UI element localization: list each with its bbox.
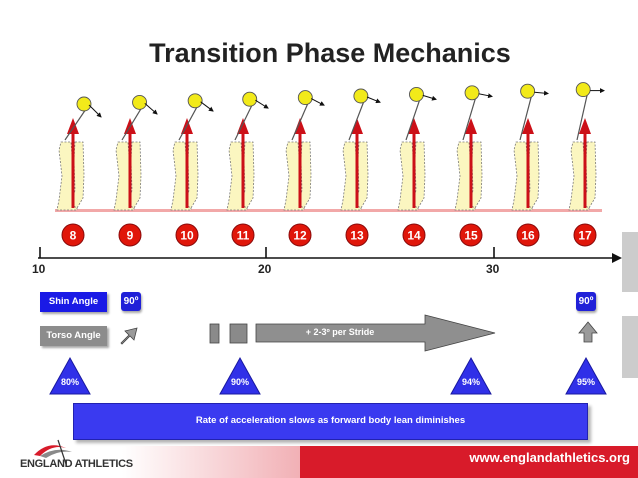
torso-upright-arrow: [578, 321, 598, 343]
logo-text: ENGLAND ATHLETICS: [20, 458, 133, 470]
triangle-80: [49, 356, 91, 395]
runner-figure-11: [226, 91, 269, 211]
stride-number: 13: [350, 229, 364, 243]
stride-number: 17: [578, 229, 592, 243]
stride-arrow: [255, 314, 496, 352]
runner-figure-17: [568, 82, 605, 211]
stride-circle-11: 11: [231, 223, 255, 247]
stride-circle-9: 9: [118, 223, 142, 247]
triangle-90: [219, 356, 261, 395]
runner-figure-15: [454, 85, 493, 211]
stride-circle-8: 8: [61, 223, 85, 247]
triangle-94: [450, 356, 492, 395]
timeline-arrowhead: [612, 253, 622, 263]
summary-text: Rate of acceleration slows as forward bo…: [195, 415, 466, 426]
runner-figure-14: [397, 86, 437, 211]
stride-number: 8: [70, 229, 77, 243]
stride-circle-13: 13: [345, 223, 369, 247]
stride-circle-10: 10: [175, 223, 199, 247]
stride-number: 11: [237, 229, 250, 243]
page-title: Transition Phase Mechanics: [149, 38, 511, 68]
torso-diagonal-arrow: [120, 327, 138, 345]
summary-bar: Rate of acceleration slows as forward bo…: [73, 403, 588, 440]
stride-circle-16: 16: [516, 223, 540, 247]
percent-94: 94%: [461, 377, 480, 387]
percent-95: 95%: [576, 377, 595, 387]
angle-end-badge: 90º: [576, 292, 596, 311]
runner-figure-8: [56, 96, 102, 211]
runner-figure-10: [170, 93, 214, 211]
runner-figure-13: [340, 88, 381, 211]
side-tab-1: [622, 232, 638, 292]
runner-figure-16: [511, 83, 549, 211]
runner-figure-12: [283, 90, 325, 211]
website-link[interactable]: www.englandathletics.org: [469, 450, 630, 465]
england-athletics-logo: [34, 439, 72, 465]
percent-90: 90%: [230, 377, 249, 387]
runner-figures: [56, 82, 605, 211]
stride-number: 14: [407, 229, 421, 243]
stride-number: 15: [464, 229, 478, 243]
ground-line: [55, 209, 602, 212]
shin-angle-label: Shin Angle: [40, 292, 107, 312]
stride-circle-15: 15: [459, 223, 483, 247]
stride-number: 10: [180, 229, 194, 243]
percent-80: 80%: [60, 377, 79, 387]
stride-circle-12: 12: [288, 223, 312, 247]
angle-start-badge: 90º: [121, 292, 141, 311]
torso-block-1: [209, 323, 220, 344]
triangle-95: [565, 356, 607, 395]
axis-tick-20: 20: [258, 262, 272, 276]
axis-tick-30: 30: [486, 262, 500, 276]
torso-block-2: [229, 323, 248, 344]
torso-angle-label: Torso Angle: [40, 326, 107, 346]
stride-number: 12: [293, 229, 307, 243]
side-tab-2: [622, 316, 638, 378]
stride-circles: 8 9 10 11 12 13 14 15 16 17: [61, 223, 597, 247]
axis-tick-10: 10: [32, 262, 46, 276]
stride-number: 16: [521, 229, 535, 243]
stride-circle-14: 14: [402, 223, 426, 247]
stride-circle-17: 17: [573, 223, 597, 247]
stride-number: 9: [127, 229, 134, 243]
runner-figure-9: [113, 94, 158, 211]
stride-rate-text: + 2-3º per Stride: [305, 327, 375, 337]
footer-red: [300, 446, 638, 478]
